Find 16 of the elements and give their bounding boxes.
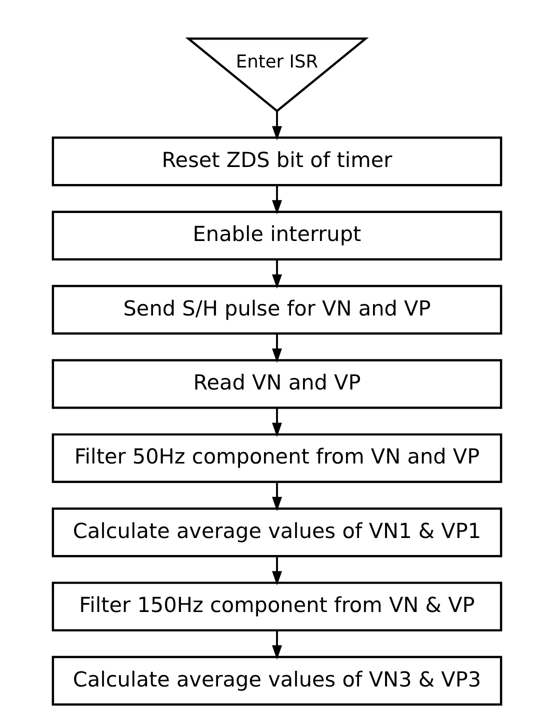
arrow: [272, 185, 282, 214]
node-box: Filter 50Hz component from VN and VP: [51, 433, 502, 484]
arrow: [272, 482, 282, 512]
node-box: Reset ZDS bit of timer: [51, 136, 502, 186]
arrow: [272, 260, 282, 289]
node-box: Enable interrupt: [51, 210, 502, 260]
arrow: [272, 556, 282, 586]
node-box: Calculate average values of VN1 & VP1: [51, 508, 502, 558]
arrow: [272, 408, 282, 437]
arrow: [272, 112, 282, 140]
node-box: Calculate average values of VN3 & VP3: [51, 656, 502, 706]
node-box: Send S/H pulse for VN and VP: [51, 284, 502, 335]
node-box: Read VN and VP: [51, 359, 502, 409]
arrow: [272, 334, 282, 363]
node-box: Filter 150Hz component from VN & VP: [51, 582, 502, 632]
arrow: [272, 630, 282, 660]
